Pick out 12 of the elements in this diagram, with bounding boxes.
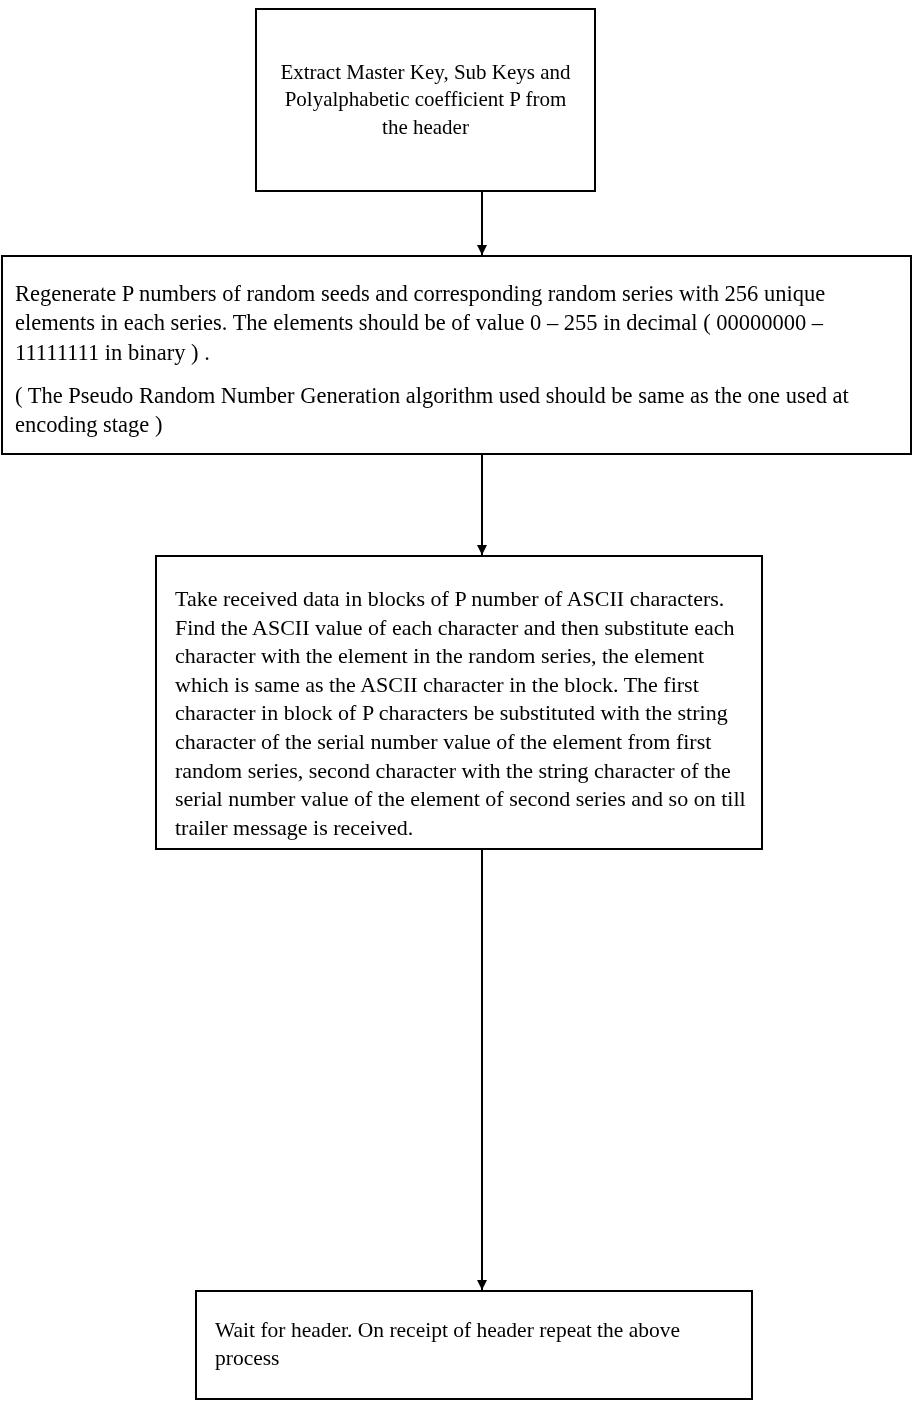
arrow — [477, 454, 487, 556]
arrow — [477, 849, 487, 1291]
step-text: Take received data in blocks of P number of ASCII characters. Find the ASCII value of each character and then substitute each character with the element in the random series, the element which is same as the ASCII character in the block. The first character in block of P characters be substituted with the string character of the serial number value of the element from first random series, second character with the string character of the serial number value of the element of second series and so on till trailer message is received. — [175, 585, 747, 842]
process-box — [1, 255, 912, 455]
process-box — [195, 1290, 753, 1400]
step-text: Wait for header. On receipt of header repeat the above process — [215, 1317, 682, 1372]
arrow — [477, 191, 487, 256]
process-box — [155, 555, 763, 850]
step-text: Regenerate P numbers of random seeds and corresponding random series with 256 unique elements in each series. The elements should be of value 0 – 255 in decimal ( 00000000 – 11111111 in binary ) . — [15, 280, 827, 367]
step-text: ( The Pseudo Random Number Generation algorithm used should be same as the one used at encoding stage ) — [15, 381, 850, 439]
step-text: Extract Master Key, Sub Keys and Polyalphabetic coefficient P from the header — [279, 59, 572, 141]
process-box — [255, 8, 596, 192]
